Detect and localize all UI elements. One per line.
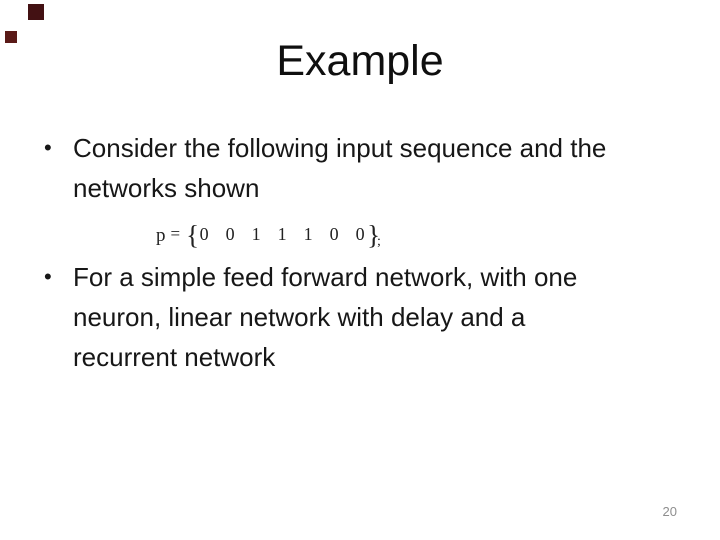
sequence-value: 1 (251, 223, 261, 244)
sequence-value: 1 (277, 223, 287, 244)
bullet-text-1: Consider the following input sequence an… (73, 133, 607, 203)
input-sequence-equation: p = { 0 0 1 1 1 0 0 } ; (156, 216, 381, 252)
corner-decor-square-small (5, 31, 17, 43)
equation-equals-sign: = (170, 224, 181, 243)
sequence-value: 0 (329, 223, 339, 244)
sequence-value: 0 (355, 223, 365, 244)
equation-close-brace: } (367, 219, 381, 250)
page-number: 20 (662, 504, 677, 519)
bullet-marker: • (44, 264, 52, 289)
bullet-item-1: • Consider the following input sequence … (44, 128, 606, 208)
equation-variable: p (156, 225, 166, 246)
equation-terminator: ; (377, 234, 381, 249)
slide-title: Example (276, 37, 444, 85)
equation-open-brace: { (186, 219, 200, 250)
sequence-value: 1 (303, 223, 313, 244)
corner-decor-square-large (28, 4, 44, 20)
sequence-value: 0 (225, 223, 235, 244)
bullet-marker: • (44, 135, 52, 160)
sequence-value: 0 (199, 223, 209, 244)
bullet-text-2: For a simple feed forward network, with … (73, 262, 578, 372)
bullet-item-2: • For a simple feed forward network, wit… (44, 257, 577, 377)
